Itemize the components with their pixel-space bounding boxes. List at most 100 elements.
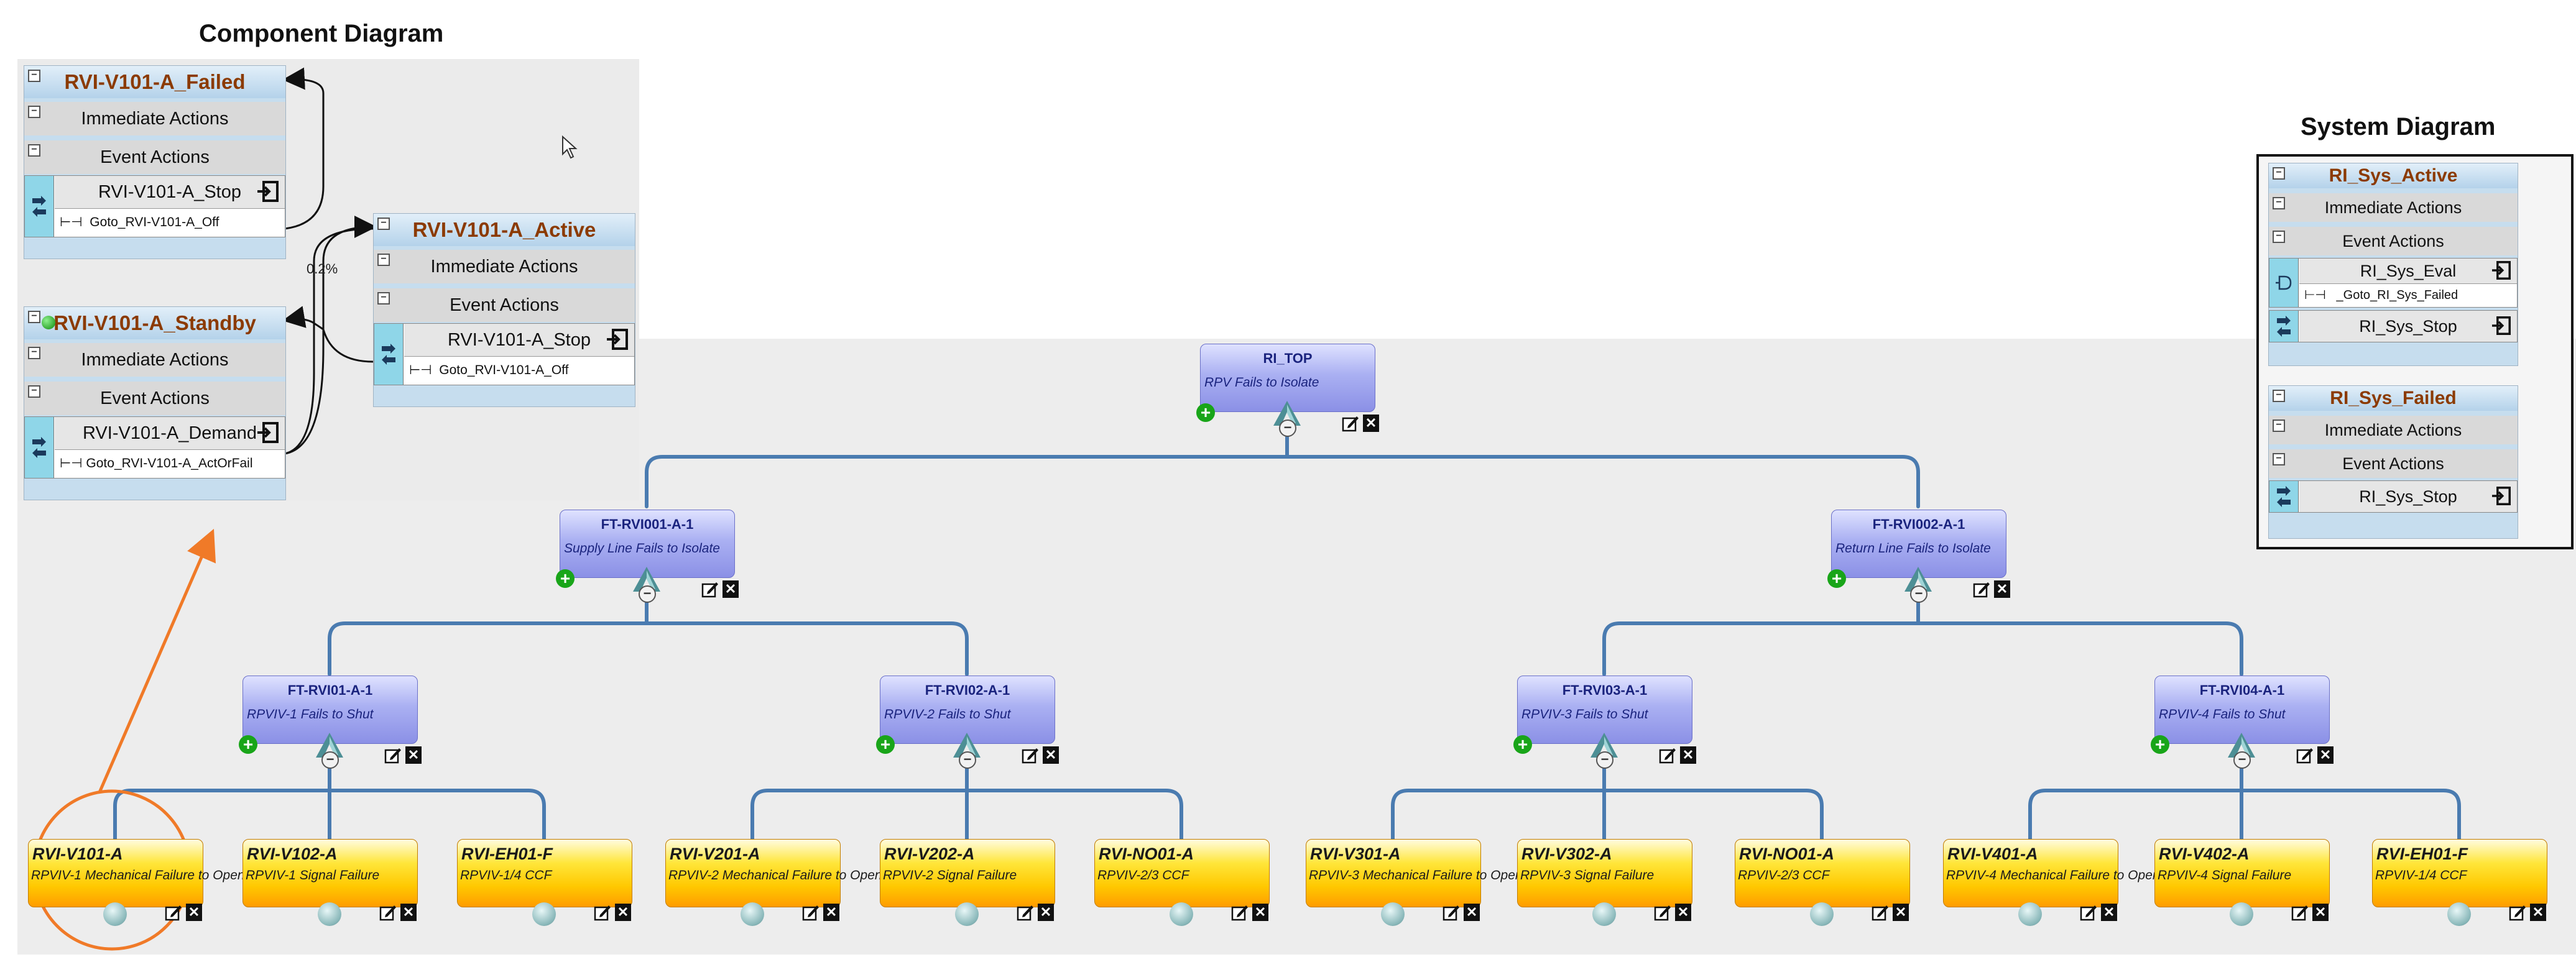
delete-icon[interactable]: ✕ — [1994, 580, 2010, 598]
exit-icon[interactable] — [2492, 261, 2511, 280]
delete-icon[interactable]: ✕ — [1363, 415, 1379, 432]
collapse-icon[interactable]: − — [2273, 453, 2285, 465]
state-box-failed[interactable]: − RVI-V101-A_Failed − Immediate Actions … — [24, 65, 286, 259]
edit-icon[interactable] — [2291, 904, 2309, 921]
add-child-icon[interactable]: + — [2151, 735, 2169, 754]
event-actions-section[interactable]: − Event Actions — [374, 288, 635, 322]
exit-icon[interactable] — [257, 422, 279, 443]
immediate-actions-section[interactable]: − Immediate Actions — [374, 250, 635, 283]
collapse-icon[interactable]: − — [1596, 751, 1613, 769]
immediate-actions-section[interactable]: − Immediate Actions — [2269, 416, 2518, 444]
state-box-active[interactable]: − RVI-V101-A_Active − Immediate Actions … — [373, 213, 635, 407]
delete-icon[interactable]: ✕ — [1464, 904, 1480, 921]
event-action-row[interactable]: RVI-V101-A_Demand ⊢⊣ Goto_RVI-V101-A_Act… — [24, 416, 285, 479]
collapse-icon[interactable]: − — [959, 751, 976, 769]
exit-icon[interactable] — [257, 181, 279, 202]
delete-icon[interactable]: ✕ — [405, 746, 422, 764]
collapse-icon[interactable]: − — [1279, 419, 1296, 437]
delete-icon[interactable]: ✕ — [823, 904, 839, 921]
exit-icon[interactable] — [2492, 316, 2511, 335]
event-action-row[interactable]: RI_Sys_Stop — [2269, 310, 2518, 342]
exit-icon[interactable] — [607, 329, 628, 350]
add-child-icon[interactable]: + — [1827, 569, 1846, 588]
edit-icon[interactable] — [1654, 904, 1671, 921]
edit-icon[interactable] — [1022, 746, 1039, 764]
edit-icon[interactable] — [379, 904, 397, 921]
edit-icon[interactable] — [802, 904, 819, 921]
event-actions-section[interactable]: − Event Actions — [2269, 449, 2518, 478]
edit-icon[interactable] — [2509, 904, 2526, 921]
add-child-icon[interactable]: + — [1513, 735, 1532, 754]
edit-icon[interactable] — [2296, 746, 2314, 764]
event-actions-section[interactable]: − Event Actions — [24, 140, 285, 174]
state-box-sys-failed[interactable]: − RI_Sys_Failed − Immediate Actions − Ev… — [2268, 385, 2518, 539]
delete-icon[interactable]: ✕ — [2317, 746, 2334, 764]
collapse-icon[interactable]: − — [28, 347, 40, 359]
collapse-icon[interactable]: − — [2273, 419, 2285, 432]
event-actions-section[interactable]: − Event Actions — [2269, 227, 2518, 255]
edit-icon[interactable] — [1973, 580, 1990, 598]
edit-icon[interactable] — [594, 904, 611, 921]
delete-icon[interactable]: ✕ — [1252, 904, 1268, 921]
edit-icon[interactable] — [1659, 746, 1676, 764]
delete-icon[interactable]: ✕ — [1680, 746, 1696, 764]
collapse-icon[interactable]: − — [377, 218, 390, 230]
collapse-icon[interactable]: − — [28, 144, 40, 157]
collapse-icon[interactable]: − — [321, 751, 339, 769]
collapse-icon[interactable]: − — [28, 385, 40, 398]
delete-icon[interactable]: ✕ — [2530, 904, 2546, 921]
add-child-icon[interactable]: + — [556, 569, 575, 588]
collapse-icon[interactable]: − — [1910, 585, 1927, 603]
edit-icon[interactable] — [1017, 904, 1034, 921]
collapse-icon[interactable]: − — [377, 292, 390, 305]
delete-icon[interactable]: ✕ — [722, 580, 739, 598]
delete-icon[interactable]: ✕ — [1675, 904, 1691, 921]
state-box-sys-active[interactable]: − RI_Sys_Active − Immediate Actions − Ev… — [2268, 163, 2518, 366]
add-child-icon[interactable]: + — [239, 735, 257, 754]
delete-icon[interactable]: ✕ — [1043, 746, 1059, 764]
event-action-row[interactable]: RI_Sys_Eval ⊢⊣ _Goto_RI_Sys_Failed — [2269, 258, 2518, 308]
immediate-actions-section[interactable]: − Immediate Actions — [24, 343, 285, 377]
exit-icon[interactable] — [2492, 487, 2511, 505]
event-action-row[interactable]: RI_Sys_Stop — [2269, 480, 2518, 513]
collapse-icon[interactable]: − — [28, 106, 40, 118]
delete-icon[interactable]: ✕ — [186, 904, 202, 921]
collapse-icon[interactable]: − — [28, 70, 40, 82]
add-child-icon[interactable]: + — [876, 735, 895, 754]
delete-icon[interactable]: ✕ — [1893, 904, 1909, 921]
collapse-icon[interactable]: − — [28, 311, 40, 323]
edit-icon[interactable] — [701, 580, 719, 598]
delete-icon[interactable]: ✕ — [2312, 904, 2329, 921]
collapse-icon[interactable]: − — [2273, 231, 2285, 243]
collapse-icon[interactable]: − — [377, 254, 390, 266]
delete-icon[interactable]: ✕ — [2101, 904, 2117, 921]
edit-icon[interactable] — [384, 746, 402, 764]
delete-icon[interactable]: ✕ — [400, 904, 417, 921]
edit-icon[interactable] — [2080, 904, 2097, 921]
immediate-actions-section[interactable]: − Immediate Actions — [24, 102, 285, 135]
immediate-actions-section[interactable]: − Immediate Actions — [2269, 193, 2518, 222]
delete-icon[interactable]: ✕ — [1038, 904, 1054, 921]
delete-icon[interactable]: ✕ — [615, 904, 631, 921]
collapse-icon[interactable]: − — [2273, 167, 2285, 180]
edit-icon[interactable] — [1342, 415, 1359, 432]
edit-icon[interactable] — [1443, 904, 1460, 921]
collapse-icon[interactable]: − — [639, 585, 656, 603]
event-actions-section[interactable]: − Event Actions — [24, 382, 285, 415]
